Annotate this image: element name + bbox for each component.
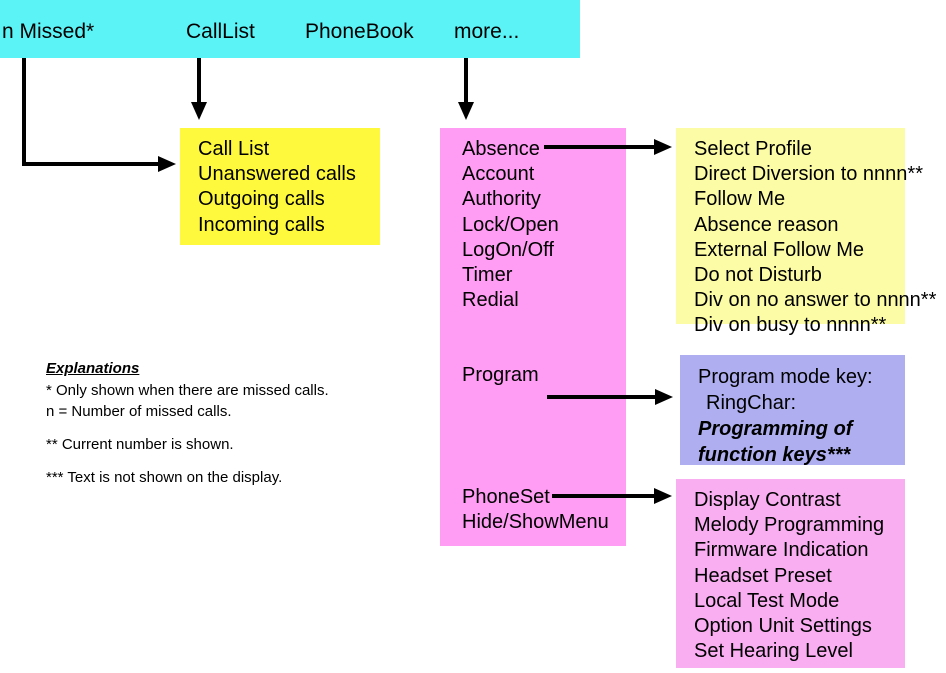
menu-bar-item-more[interactable]: more...: [454, 20, 520, 43]
explanations-title: Explanations: [46, 360, 140, 377]
call-list-menu-item[interactable]: Unanswered calls: [198, 163, 356, 186]
phoneset-menu-item[interactable]: Headset Preset: [694, 564, 832, 587]
program-menu-item-ringchar[interactable]: RingChar:: [706, 392, 797, 414]
menu-bar-item-calllist[interactable]: CallList: [186, 20, 255, 43]
program-menu: Program mode key: RingChar: Programming …: [680, 355, 905, 466]
more-menu-spacer: [440, 313, 626, 363]
absence-menu-item[interactable]: Direct Diversion to nnnn**: [694, 163, 923, 186]
explanations-line-n-definition: n = Number of missed calls.: [46, 403, 232, 420]
program-menu-note-line1: Programming of: [698, 418, 853, 440]
arrow-calllist-vertical-segment: [197, 58, 201, 106]
phoneset-menu-item[interactable]: Display Contrast: [694, 489, 841, 511]
arrow-phoneset-segment: [552, 494, 656, 498]
arrow-more-head-icon: [458, 102, 474, 120]
arrow-missed-head-icon: [158, 156, 176, 172]
absence-menu-item[interactable]: Div on busy to nnnn**: [694, 314, 887, 337]
absence-menu-item[interactable]: Follow Me: [694, 188, 786, 211]
more-menu-item-account[interactable]: Account: [462, 163, 535, 186]
arrow-program-segment: [547, 395, 657, 399]
more-menu-spacer: [440, 389, 626, 485]
arrow-absence-segment: [544, 145, 656, 149]
arrow-missed-vertical-segment: [22, 58, 26, 166]
explanations-line-double-asterisk: ** Current number is shown.: [46, 436, 234, 453]
phoneset-menu-item[interactable]: Firmware Indication: [694, 539, 869, 562]
absence-menu-item[interactable]: Select Profile: [694, 138, 812, 160]
phoneset-menu-item[interactable]: Set Hearing Level: [694, 640, 853, 663]
call-list-menu: Call List Unanswered calls Outgoing call…: [180, 128, 380, 245]
more-menu-item-phoneset[interactable]: PhoneSet: [462, 485, 550, 508]
absence-menu-item[interactable]: Absence reason: [694, 213, 839, 236]
absence-menu-item[interactable]: Div on no answer to nnnn**: [694, 289, 937, 312]
more-menu-item-authority[interactable]: Authority: [462, 188, 541, 211]
phoneset-menu-item[interactable]: Local Test Mode: [694, 589, 840, 612]
more-menu: Absence Account Authority Lock/Open LogO…: [440, 128, 626, 546]
phoneset-menu-item[interactable]: Melody Programming: [694, 514, 885, 537]
more-menu-item-hide-showmenu[interactable]: Hide/ShowMenu: [462, 510, 609, 533]
more-menu-item-absence[interactable]: Absence: [462, 138, 540, 160]
call-list-menu-item[interactable]: Call List: [198, 138, 270, 160]
arrow-more-vertical-segment: [464, 58, 468, 106]
arrow-missed-horizontal-segment: [22, 162, 160, 166]
explanations-line-triple-asterisk: *** Text is not shown on the display.: [46, 469, 283, 486]
menu-bar: n Missed* CallList PhoneBook more...: [0, 0, 580, 58]
more-menu-item-redial[interactable]: Redial: [462, 289, 519, 312]
program-menu-note-line2: function keys***: [698, 444, 851, 466]
explanations-spacer: [46, 455, 386, 467]
program-menu-mode-key-label: Program mode key:: [698, 366, 873, 388]
more-menu-item-program[interactable]: Program: [462, 364, 539, 387]
explanations-line-single-asterisk: * Only shown when there are missed calls…: [46, 382, 329, 399]
explanations-block: Explanations * Only shown when there are…: [46, 358, 386, 488]
arrow-absence-head-icon: [654, 139, 672, 155]
explanations-spacer: [46, 422, 386, 434]
more-menu-item-timer[interactable]: Timer: [462, 264, 513, 287]
more-menu-item-lock-open[interactable]: Lock/Open: [462, 213, 559, 236]
absence-menu-item[interactable]: External Follow Me: [694, 238, 865, 261]
arrow-phoneset-head-icon: [654, 488, 672, 504]
absence-menu: Select Profile Direct Diversion to nnnn*…: [676, 128, 937, 336]
absence-menu-item[interactable]: Do not Disturb: [694, 264, 822, 287]
call-list-menu-item[interactable]: Incoming calls: [198, 213, 325, 236]
menu-bar-item-missed[interactable]: n Missed*: [2, 20, 95, 43]
more-menu-item-logon-off[interactable]: LogOn/Off: [462, 238, 554, 261]
arrow-calllist-head-icon: [191, 102, 207, 120]
phoneset-menu-item[interactable]: Option Unit Settings: [694, 615, 872, 638]
menu-bar-item-phonebook[interactable]: PhoneBook: [305, 20, 414, 43]
arrow-program-head-icon: [655, 389, 673, 405]
call-list-menu-item[interactable]: Outgoing calls: [198, 188, 325, 211]
phoneset-menu: Display Contrast Melody Programming Firm…: [676, 479, 905, 668]
